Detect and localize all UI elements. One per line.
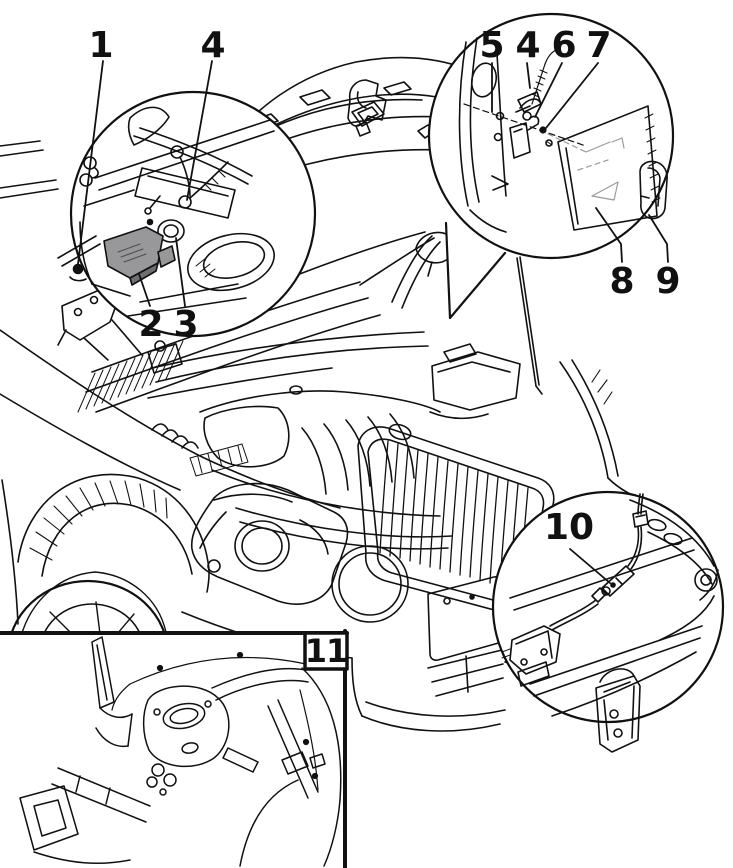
handle-cap bbox=[639, 160, 668, 220]
inset2-content bbox=[458, 37, 668, 233]
lock-bracket bbox=[134, 167, 236, 219]
inset-circle-top-right bbox=[427, 12, 675, 320]
callout-label-10: 10 bbox=[544, 507, 594, 548]
callout-labels: 1 4 2 3 5 4 6 7 8 9 10 11 bbox=[88, 25, 680, 670]
wiper-blade bbox=[127, 106, 170, 146]
leader-6 bbox=[534, 62, 563, 118]
bracket-right bbox=[595, 668, 641, 753]
inset-rect-bottom-left bbox=[0, 629, 349, 868]
leader-10 bbox=[569, 548, 611, 584]
air-filter-grid bbox=[189, 443, 249, 477]
release-lever bbox=[103, 226, 176, 286]
inset1-content bbox=[57, 106, 275, 317]
callout-label-4b: 4 bbox=[515, 25, 540, 66]
lock-cylinder bbox=[157, 219, 185, 243]
inset-circle-top-left bbox=[57, 90, 317, 338]
callout-leaders bbox=[77, 60, 669, 584]
strut-tower bbox=[142, 685, 230, 768]
callout-label-6: 6 bbox=[551, 25, 576, 66]
a-pillar-mirror bbox=[359, 231, 455, 309]
headlight bbox=[190, 482, 349, 605]
arch-hatch bbox=[29, 480, 168, 561]
callout-label-9: 9 bbox=[655, 261, 680, 302]
inset2-pointer-edges bbox=[444, 221, 507, 320]
bolt-part1 bbox=[72, 263, 84, 275]
leader-4b bbox=[526, 62, 531, 89]
leader-1 bbox=[77, 60, 104, 265]
hood-support-rod bbox=[516, 256, 543, 395]
inset2-pointer-fill bbox=[446, 223, 505, 318]
inset4-number-box bbox=[303, 631, 349, 671]
cable-adjuster bbox=[601, 565, 635, 597]
callout-label-3: 3 bbox=[173, 304, 198, 345]
routed-cable bbox=[111, 651, 319, 791]
bracket-left bbox=[501, 625, 561, 687]
callout-label-7: 7 bbox=[586, 25, 611, 66]
leader-8 bbox=[595, 207, 623, 263]
inset4-content bbox=[19, 636, 342, 867]
callout-label-1: 1 bbox=[88, 25, 113, 66]
brand-badge bbox=[388, 423, 412, 441]
fog-lamp bbox=[331, 545, 409, 623]
callout-label-5: 5 bbox=[479, 25, 504, 66]
trim-panel bbox=[547, 105, 661, 231]
callout-label-2: 2 bbox=[138, 304, 163, 345]
callout-label-8: 8 bbox=[609, 261, 634, 302]
license-plate bbox=[427, 576, 503, 661]
hood-striker bbox=[347, 79, 387, 137]
release-handle-mechanism bbox=[509, 91, 542, 159]
leader-4a bbox=[186, 60, 213, 201]
bowden-cable bbox=[531, 49, 557, 105]
callout-label-4a: 4 bbox=[200, 25, 225, 66]
fender-left bbox=[0, 329, 341, 625]
leader-3 bbox=[175, 237, 186, 307]
fender-right bbox=[559, 359, 651, 503]
release-cable-end bbox=[170, 145, 229, 209]
hood-hinge bbox=[57, 287, 143, 361]
cowl-grille-hatch bbox=[77, 340, 184, 413]
release-cable bbox=[549, 493, 649, 631]
inset3-content bbox=[501, 493, 719, 753]
leader-7 bbox=[545, 62, 599, 129]
inset-circle-bottom-right bbox=[491, 490, 725, 753]
callout-label-11: 11 bbox=[305, 632, 348, 670]
leader-2 bbox=[138, 273, 151, 307]
leader-9 bbox=[648, 214, 669, 263]
lower-grille bbox=[427, 649, 504, 697]
car-illustration bbox=[0, 56, 651, 732]
cowl-grommet bbox=[187, 232, 275, 292]
